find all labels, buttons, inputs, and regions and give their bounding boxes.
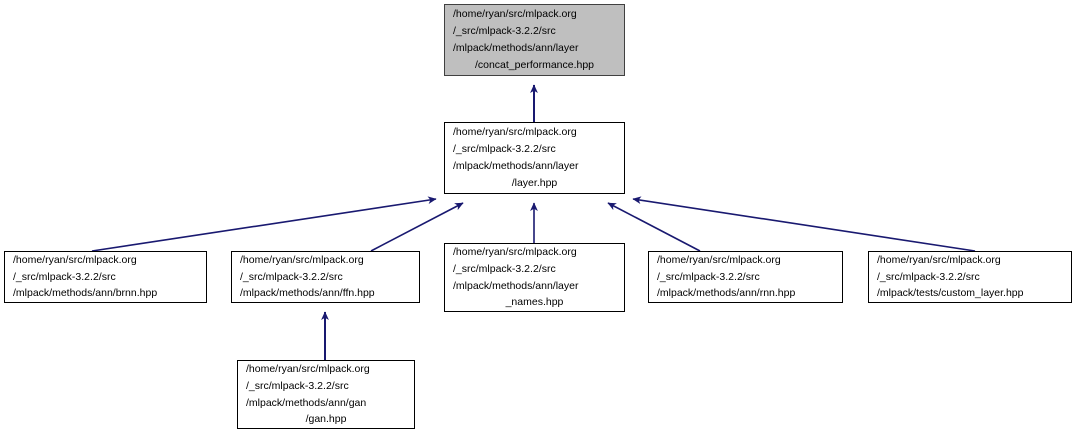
node-path-line: /_src/mlpack-3.2.2/src — [453, 25, 556, 38]
node-path-line: /home/ryan/src/mlpack.org — [453, 126, 577, 139]
node-path-line: /mlpack/methods/ann/layer — [453, 279, 579, 292]
node-path-line: /mlpack/methods/ann/rnn.hpp — [657, 287, 796, 300]
edge-brnn-to-layer — [91, 196, 437, 252]
edge-custom-layer-to-layer — [632, 196, 976, 252]
node-path-line: /_src/mlpack-3.2.2/src — [877, 270, 980, 283]
custom-layer-hpp-node[interactable]: /home/ryan/src/mlpack.org /_src/mlpack-3.… — [868, 251, 1072, 303]
rnn-hpp-node[interactable]: /home/ryan/src/mlpack.org /_src/mlpack-3.… — [648, 251, 843, 303]
node-path-line: /_src/mlpack-3.2.2/src — [240, 270, 343, 283]
ffn-hpp-node[interactable]: /home/ryan/src/mlpack.org /_src/mlpack-3.… — [231, 251, 420, 303]
layer-names-hpp-node[interactable]: /home/ryan/src/mlpack.org /_src/mlpack-3.… — [444, 243, 625, 312]
node-path-line: /home/ryan/src/mlpack.org — [657, 253, 781, 266]
node-path-line: /mlpack/methods/ann/brnn.hpp — [13, 287, 158, 300]
node-path-line: /gan.hpp — [305, 413, 347, 426]
node-path-line: /_src/mlpack-3.2.2/src — [246, 379, 349, 392]
node-path-line: /_src/mlpack-3.2.2/src — [453, 143, 556, 156]
node-path-line: /home/ryan/src/mlpack.org — [13, 253, 137, 266]
node-path-line: /home/ryan/src/mlpack.org — [453, 8, 577, 21]
gan-hpp-node[interactable]: /home/ryan/src/mlpack.org /_src/mlpack-3.… — [237, 360, 415, 429]
node-path-line: /concat_performance.hpp — [474, 58, 595, 71]
node-path-line: /layer.hpp — [511, 176, 558, 189]
node-path-line: /_src/mlpack-3.2.2/src — [13, 270, 116, 283]
node-path-line: /mlpack/methods/ann/layer — [453, 160, 579, 172]
node-path-line: /mlpack/methods/ann/layer — [453, 42, 579, 54]
node-path-line: /mlpack/tests/custom_layer.hpp — [877, 287, 1024, 300]
node-path-line: /mlpack/methods/ann/ffn.hpp — [240, 287, 375, 300]
node-path-line: /home/ryan/src/mlpack.org — [877, 253, 1001, 266]
node-path-line: /mlpack/methods/ann/gan — [246, 396, 367, 409]
node-path-line: _names.hpp — [505, 296, 564, 309]
brnn-hpp-node[interactable]: /home/ryan/src/mlpack.org /_src/mlpack-3.… — [4, 251, 207, 303]
concat-performance-hpp-node[interactable]: /home/ryan/src/mlpack.org /_src/mlpack-3.… — [444, 4, 625, 76]
node-path-line: /home/ryan/src/mlpack.org — [453, 245, 577, 258]
node-path-line: /_src/mlpack-3.2.2/src — [657, 270, 760, 283]
node-path-line: /home/ryan/src/mlpack.org — [246, 362, 370, 375]
node-path-line: /home/ryan/src/mlpack.org — [240, 253, 364, 266]
node-path-line: /_src/mlpack-3.2.2/src — [453, 262, 556, 275]
layer-hpp-node[interactable]: /home/ryan/src/mlpack.org /_src/mlpack-3.… — [444, 122, 625, 194]
